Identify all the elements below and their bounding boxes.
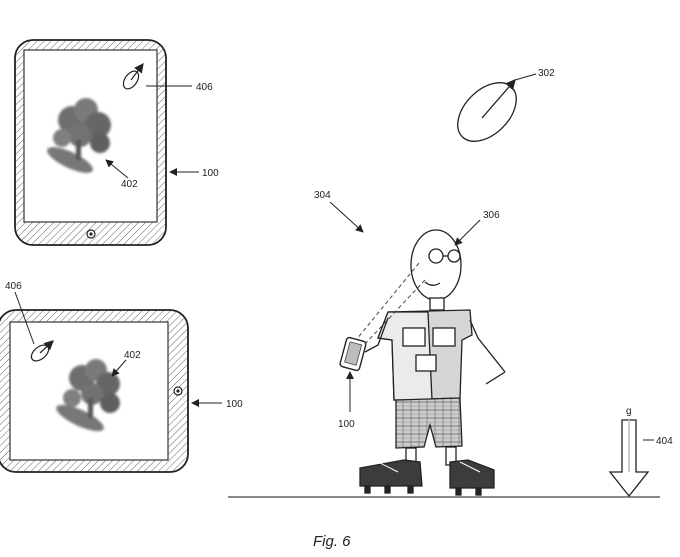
label-gravity-symbol: g — [626, 406, 632, 417]
sun-orientation-ellipse — [457, 79, 517, 142]
label-marker-top: 406 — [196, 82, 213, 93]
orientation-marker-landscape — [30, 340, 54, 362]
label-image-top: 402 — [121, 179, 138, 190]
label-device-bottom: 100 — [226, 399, 243, 410]
label-user-head: 306 — [483, 210, 500, 221]
gravity-arrow — [608, 419, 650, 498]
label-marker-bottom: 406 — [5, 281, 22, 292]
user-figure — [359, 229, 506, 496]
label-sun: 302 — [538, 68, 555, 79]
device-held — [339, 336, 367, 372]
label-gravity-arrow: 404 — [656, 436, 673, 447]
label-device-held: 100 — [338, 419, 355, 430]
label-scene: 304 — [314, 190, 331, 201]
label-device-top: 100 — [202, 168, 219, 179]
tree-image-portrait — [47, 98, 111, 173]
orientation-marker-portrait — [122, 63, 144, 90]
figure-caption: Fig. 6 — [313, 533, 351, 550]
tree-image-landscape — [56, 359, 120, 432]
label-image-bottom: 402 — [124, 350, 141, 361]
